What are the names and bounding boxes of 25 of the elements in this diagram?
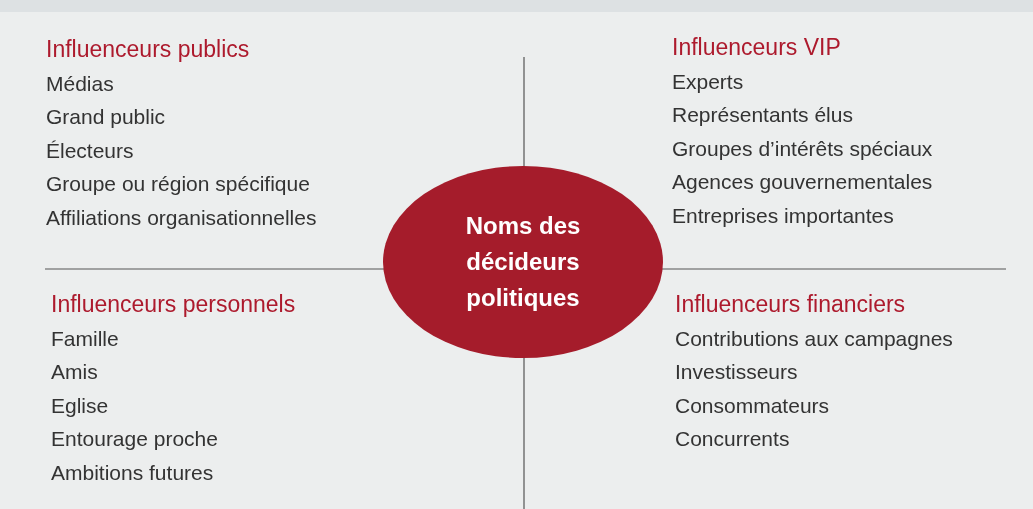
list-item: Ambitions futures <box>51 460 214 486</box>
quadrant-heading: Influenceurs personnels <box>51 291 296 317</box>
list-item: Groupe ou région spécifique <box>46 171 310 198</box>
list-item: Électeurs <box>46 137 134 164</box>
list-item: Agences gouvernementales <box>672 169 933 196</box>
list-item: Entreprises importantes <box>672 203 894 229</box>
list-item: Consommateurs <box>675 392 830 419</box>
list-item: Amis <box>51 359 98 386</box>
quadrant-heading: Influenceurs VIP <box>672 34 841 60</box>
list-item: Experts <box>672 68 744 95</box>
quadrant-heading: Influenceurs publics <box>46 36 250 62</box>
list-item: Affiliations organisationnelles <box>46 205 317 231</box>
list-item: Eglise <box>51 392 109 419</box>
list-item: Investisseurs <box>675 359 798 386</box>
list-item: Représentants élus <box>672 102 853 129</box>
center-title: Noms des décideurs politiques <box>464 211 582 313</box>
list-item: Entourage proche <box>51 426 218 453</box>
list-item: Contributions aux campagnes <box>675 325 953 352</box>
list-item: Famille <box>51 325 119 352</box>
quadrant-heading: Influenceurs financiers <box>675 291 906 317</box>
list-item: Grand public <box>46 104 166 131</box>
list-item: Concurrents <box>675 426 790 453</box>
list-item: Groupes d’intérêts spéciaux <box>672 135 933 162</box>
center-ellipse <box>382 165 664 359</box>
list-item: Médias <box>46 70 114 97</box>
